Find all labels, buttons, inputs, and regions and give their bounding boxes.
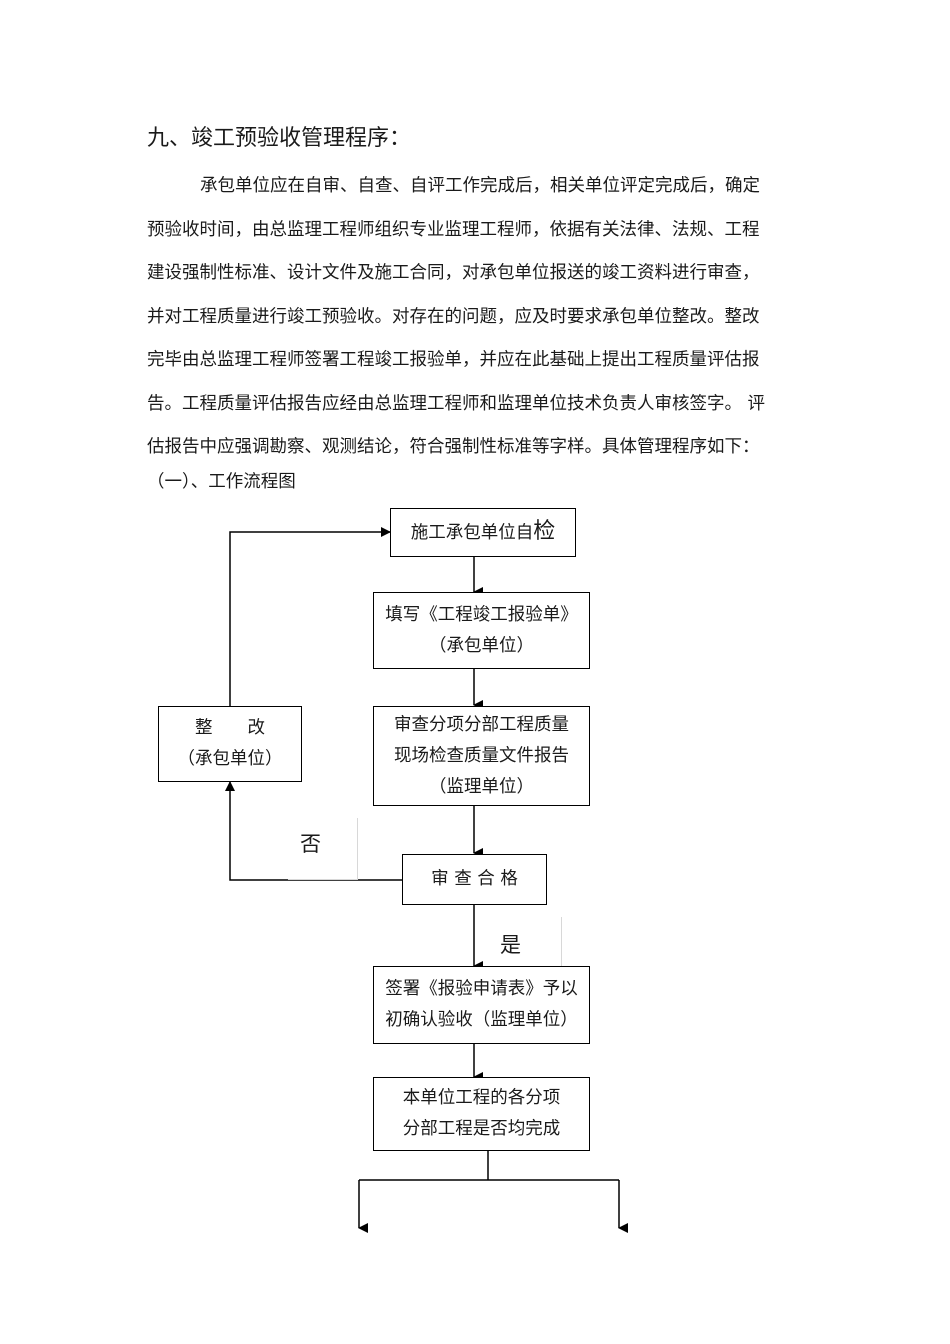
sign-line1: 签署《报验申请表》予以 (385, 979, 578, 999)
rectify-line2: （承包单位） (177, 749, 283, 769)
review-line1: 审查分项分部工程质量 (394, 714, 569, 735)
review-line3: （监理单位） (429, 776, 534, 797)
review-line2: 现场检查质量文件报告 (394, 745, 569, 766)
rectify-line1: 整 改 (195, 718, 265, 738)
subheading-flowchart: （一）、工作流程图 (147, 472, 296, 492)
box-review: 审查分项分部工程质量 现场检查质量文件报告 （监理单位） (373, 706, 590, 806)
box-rectify: 整 改 （承包单位） (158, 706, 302, 782)
box-complete: 本单位工程的各分项 分部工程是否均完成 (373, 1077, 590, 1151)
paragraph-line: 估报告中应强调勘察、观测结论，符合强制性标准等字样。具体管理程序如下： (147, 437, 760, 457)
sign-line2: 初确认验收（监理单位） (385, 1010, 578, 1030)
box-fill-form: 填写《工程竣工报验单》 （承包单位） (373, 592, 590, 669)
self-check-label-big: 检 (533, 519, 556, 544)
line-no-branch (225, 781, 402, 881)
label-no: 否 (288, 818, 358, 880)
paragraph-line: 承包单位应在自审、自查、自评工作完成后，相关单位评定完成后，确定 (200, 176, 760, 196)
complete-line2: 分部工程是否均完成 (402, 1119, 561, 1139)
paragraph-line: 告。工程质量评估报告应经由总监理工程师和监理单位技术负责人审核签字。 评 (147, 393, 766, 414)
box-sign: 签署《报验申请表》予以 初确认验收（监理单位） (373, 966, 590, 1044)
paragraph-line: 预验收时间，由总监理工程师组织专业监理工程师，依据有关法律、法规、工程 (147, 219, 760, 240)
line-rectify-loop (229, 527, 391, 706)
self-check-label: 施工承包单位自 (410, 523, 534, 543)
qualified-label: 审 查 合 格 (431, 869, 518, 889)
section-heading: 九、竣工预验收管理程序： (147, 126, 412, 151)
intro-paragraph: 承包单位应在自审、自查、自评工作完成后，相关单位评定完成后，确定 预验收时间，由… (147, 165, 807, 470)
label-yes: 是 (488, 917, 562, 967)
fill-form-line2: （承包单位） (429, 635, 534, 656)
paragraph-line: 建设强制性标准、设计文件及施工合同，对承包单位报送的竣工资料进行审查， (147, 263, 760, 283)
complete-line1: 本单位工程的各分项 (402, 1088, 561, 1108)
box-self-check: 施工承包单位自检 (390, 508, 576, 557)
fill-form-line1: 填写《工程竣工报验单》 (385, 604, 578, 625)
paragraph-line: 完毕由总监理工程师签署工程竣工报验单，并应在此基础上提出工程质量评估报 (147, 350, 760, 370)
paragraph-line: 并对工程质量进行竣工预验收。对存在的问题，应及时要求承包单位整改。整改 (147, 306, 760, 327)
box-self-check-text: 施工承包单位自检 (411, 516, 556, 549)
box-qualified: 审 查 合 格 (402, 854, 547, 905)
